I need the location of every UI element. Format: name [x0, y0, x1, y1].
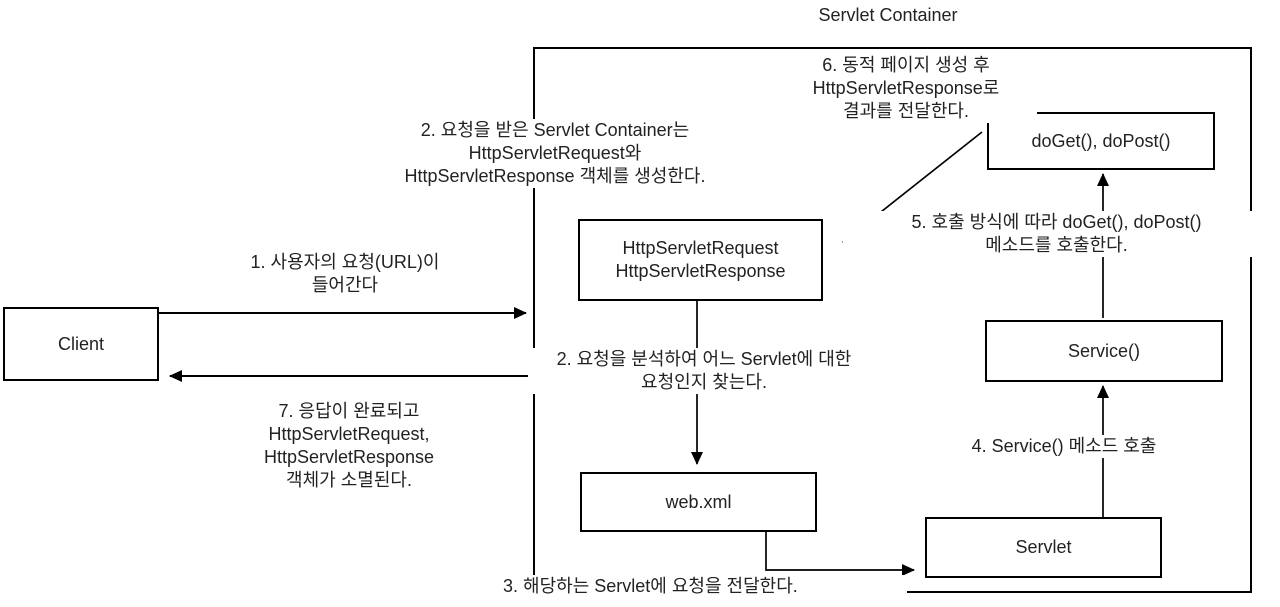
node-service: Service() [985, 320, 1223, 382]
annotation-step2-create: 2. 요청을 받은 Servlet Container는 HttpServlet… [383, 119, 727, 188]
annotation-step4: 4. Service() 메소드 호출 [930, 435, 1198, 458]
annotation-step1: 1. 사용자의 요청(URL)이 들어간다 [215, 251, 475, 297]
annotation-step7: 7. 응답이 완료되고 HttpServletRequest, HttpServ… [218, 400, 480, 492]
annotation-step5: 5. 호출 방식에 따라 doGet(), doPost() 메소드를 호출한다… [843, 211, 1270, 257]
diagram-title: Servlet Container [788, 5, 988, 26]
node-servlet: Servlet [925, 517, 1162, 578]
node-client: Client [3, 307, 159, 381]
node-webxml: web.xml [580, 472, 817, 532]
annotation-step6: 6. 동적 페이지 생성 후 HttpServletResponse로 결과를 … [775, 54, 1037, 123]
node-http-request-response: HttpServletRequest HttpServletResponse [578, 219, 823, 301]
annotation-step2-analyze: 2. 요청을 분석하여 어느 Servlet에 대한 요청인지 찾는다. [528, 348, 880, 394]
annotation-step3: 3. 해당하는 Servlet에 요청을 전달한다. [503, 575, 907, 598]
